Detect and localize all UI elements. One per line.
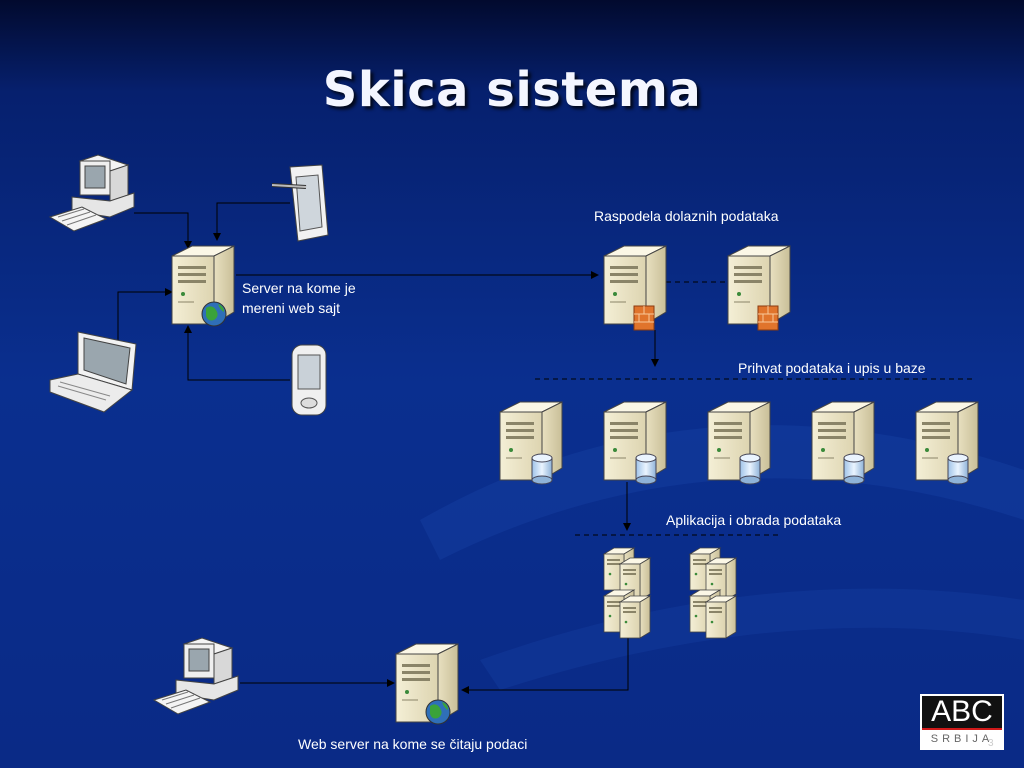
logo-divider — [922, 728, 1002, 730]
laptop-icon — [49, 331, 137, 413]
web-server-icon — [395, 643, 459, 725]
application-label: Aplikacija i obrada podataka — [666, 512, 842, 528]
abc-srbija-logo: ABC SRBIJA — [920, 694, 1004, 750]
distribution-label: Raspodela dolaznih podataka — [594, 208, 779, 224]
firewall-server-icon — [727, 245, 791, 331]
database-server-icon — [915, 401, 979, 485]
server-cluster-icon — [689, 547, 737, 639]
web-server-icon — [171, 245, 235, 327]
slide-title: Skica sistema — [322, 62, 702, 118]
webserver-label: Web server na kome se čitaju podaci — [298, 736, 528, 752]
logo-top-text: ABC — [922, 696, 1002, 728]
desktop-computer-icon — [153, 637, 239, 715]
database-server-icon — [811, 401, 875, 485]
tablet-icon — [271, 164, 329, 242]
database-server-icon — [499, 401, 563, 485]
desktop-computer-icon — [49, 154, 135, 232]
intake-label: Prihvat podataka i upis u baze — [738, 360, 926, 376]
database-server-icon — [707, 401, 771, 485]
server-cluster-icon — [603, 547, 651, 639]
server-label: Server na kome je mereni web sajt — [242, 280, 356, 316]
pda-icon — [291, 344, 327, 416]
database-server-icon — [603, 401, 667, 485]
page-number: 3 — [988, 738, 994, 749]
firewall-server-icon — [603, 245, 667, 331]
logo-bottom-text: SRBIJA — [930, 733, 994, 745]
